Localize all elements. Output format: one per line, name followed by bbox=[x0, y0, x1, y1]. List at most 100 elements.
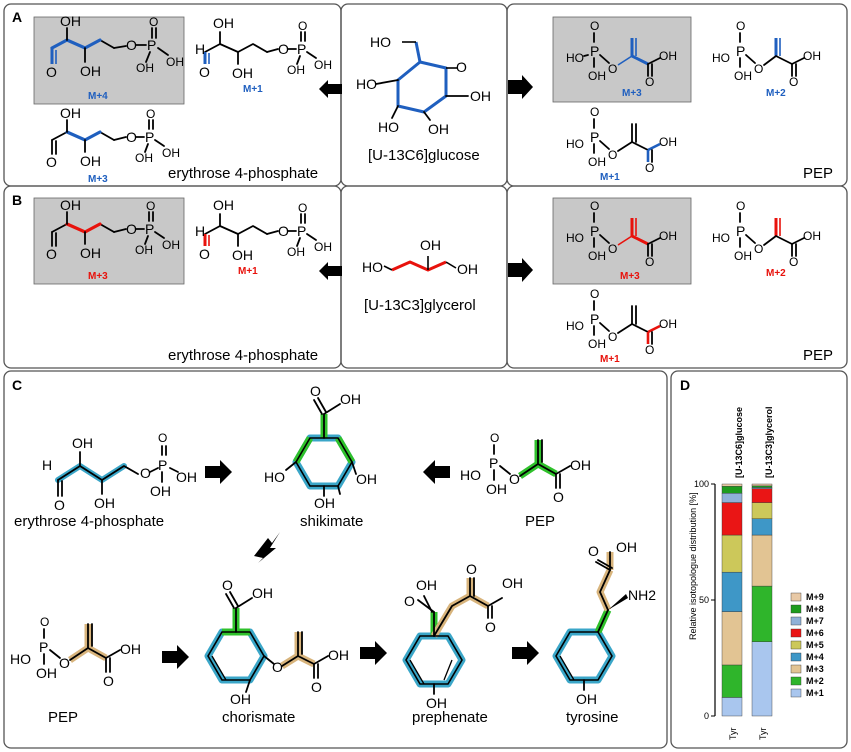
atom-oh: OH bbox=[135, 151, 153, 165]
atom-p: P bbox=[145, 221, 154, 237]
e4p-caption: erythrose 4-phosphate bbox=[168, 347, 318, 364]
tyrosine-molecule: O OH NH2 OH tyrosine bbox=[552, 539, 656, 726]
atom-o: O bbox=[298, 19, 307, 33]
panel-c: H O OH OH O P O OH OH erythrose 4-phosph… bbox=[10, 383, 656, 726]
atom-o: O bbox=[608, 330, 617, 344]
atom-oh: OH bbox=[80, 245, 101, 261]
bar-segment-mplus8 bbox=[751, 485, 773, 488]
atom-oh: OH bbox=[340, 391, 361, 407]
atom-ho: HO bbox=[712, 51, 730, 65]
arrow-left-icon bbox=[423, 460, 450, 484]
legend-label: M+9 bbox=[806, 592, 824, 602]
atom-oh: OH bbox=[120, 641, 141, 657]
atom-o: O bbox=[590, 199, 599, 213]
atom-o: O bbox=[736, 19, 745, 33]
atom-oh: OH bbox=[94, 495, 115, 511]
atom-ho: HO bbox=[460, 467, 481, 483]
chorismate-molecule: O OH OH O OH O chorismate bbox=[204, 577, 349, 726]
atom-oh: OH bbox=[659, 49, 677, 63]
atom-oh: OH bbox=[232, 247, 253, 263]
e4p-molecule-m4: O OH OH O P O OH OH M+4 bbox=[46, 13, 184, 102]
y-tick-label: 0 bbox=[704, 711, 709, 721]
atom-p: P bbox=[297, 41, 306, 57]
iso-label: M+1 bbox=[600, 354, 620, 365]
atom-oh: OH bbox=[576, 691, 597, 707]
legend-swatch bbox=[790, 676, 802, 686]
atom-o: O bbox=[456, 59, 467, 75]
atom-p: P bbox=[590, 311, 599, 327]
atom-oh: OH bbox=[232, 65, 253, 81]
atom-ho: HO bbox=[566, 319, 584, 333]
pep-molecule-m2: O P HO OH O OH O M+2 bbox=[712, 19, 821, 99]
legend-label: M+7 bbox=[806, 616, 824, 626]
pep-molecule-m2-red: O P HO OH O OH O M+2 bbox=[712, 199, 821, 279]
atom-oh: OH bbox=[428, 121, 449, 137]
atom-o: O bbox=[199, 246, 210, 262]
legend-swatch bbox=[790, 640, 802, 650]
iso-label: M+2 bbox=[766, 88, 786, 99]
atom-ho: HO bbox=[566, 51, 584, 65]
iso-label: M+1 bbox=[243, 84, 263, 95]
atom-oh: OH bbox=[162, 238, 180, 252]
atom-oh: OH bbox=[166, 55, 184, 69]
bar-segment-mplus6 bbox=[751, 488, 773, 503]
atom-ho: HO bbox=[356, 76, 377, 92]
atom-oh: OH bbox=[60, 13, 81, 29]
shikimate-caption: shikimate bbox=[300, 513, 363, 530]
atom-o: O bbox=[199, 64, 210, 80]
atom-oh: OH bbox=[60, 105, 81, 121]
y-axis-label: Relative isotopologue distribution [%] bbox=[688, 492, 698, 640]
bar-segment-mplus6 bbox=[721, 502, 743, 536]
atom-p: P bbox=[147, 37, 156, 53]
y-tick-label: 100 bbox=[694, 479, 709, 489]
legend: M+9M+8M+7M+6M+5M+4M+3M+2M+1 bbox=[790, 592, 824, 698]
atom-oh: OH bbox=[150, 483, 171, 499]
atom-oh: OH bbox=[136, 61, 154, 75]
pep-molecule-m1: O P HO OH O OH O M+1 bbox=[566, 105, 677, 183]
pep-caption: PEP bbox=[803, 165, 833, 182]
e4p-caption: erythrose 4-phosphate bbox=[168, 165, 318, 182]
atom-o: O bbox=[272, 659, 283, 675]
atom-o: O bbox=[590, 105, 599, 119]
iso-label: M+3 bbox=[88, 271, 108, 282]
bar-segment-mplus2 bbox=[721, 664, 743, 698]
legend-label: M+8 bbox=[806, 604, 824, 614]
iso-label: M+3 bbox=[620, 271, 640, 282]
atom-ho: HO bbox=[370, 34, 391, 50]
atom-o: O bbox=[278, 223, 289, 239]
atom-p: P bbox=[590, 43, 599, 59]
atom-p: P bbox=[736, 43, 745, 59]
atom-o: O bbox=[645, 255, 654, 269]
atom-o: O bbox=[126, 221, 137, 237]
legend-swatch bbox=[790, 592, 802, 602]
atom-p: P bbox=[590, 129, 599, 145]
atom-oh: OH bbox=[588, 337, 606, 351]
chorismate-caption: chorismate bbox=[222, 709, 295, 726]
atom-oh: OH bbox=[176, 469, 197, 485]
atom-o: O bbox=[645, 343, 654, 357]
glucose-caption: [U-13C6]glucose bbox=[368, 147, 480, 164]
highlight-box bbox=[33, 197, 185, 285]
bar-segment-mplus2 bbox=[751, 585, 773, 642]
category-label-glucose: [U-13C6]glucose bbox=[734, 407, 744, 478]
legend-label: M+5 bbox=[806, 640, 824, 650]
e4p-molecule-m3: O OH OH O P O OH OH M+3 bbox=[46, 105, 180, 185]
pep-molecule-tan: O P HO OH O OH O PEP bbox=[10, 615, 141, 726]
atom-oh: OH bbox=[314, 495, 335, 511]
atom-oh: OH bbox=[588, 249, 606, 263]
bar-segment-mplus5 bbox=[721, 534, 743, 573]
atom-oh: OH bbox=[486, 481, 507, 497]
atom-oh: OH bbox=[252, 585, 273, 601]
atom-oh: OH bbox=[588, 155, 606, 169]
atom-p: P bbox=[158, 457, 167, 473]
atom-oh: OH bbox=[659, 135, 677, 149]
legend-swatch bbox=[790, 664, 802, 674]
atom-ho: HO bbox=[566, 231, 584, 245]
iso-label: M+4 bbox=[88, 91, 108, 102]
atom-o: O bbox=[146, 107, 155, 121]
pep-molecule-m3: O P HO OH O OH O M+3 bbox=[566, 19, 677, 99]
atom-o: O bbox=[59, 655, 70, 671]
y-tick-label: 50 bbox=[699, 595, 709, 605]
bars bbox=[721, 483, 773, 717]
bar-segment-mplus9 bbox=[721, 483, 743, 487]
